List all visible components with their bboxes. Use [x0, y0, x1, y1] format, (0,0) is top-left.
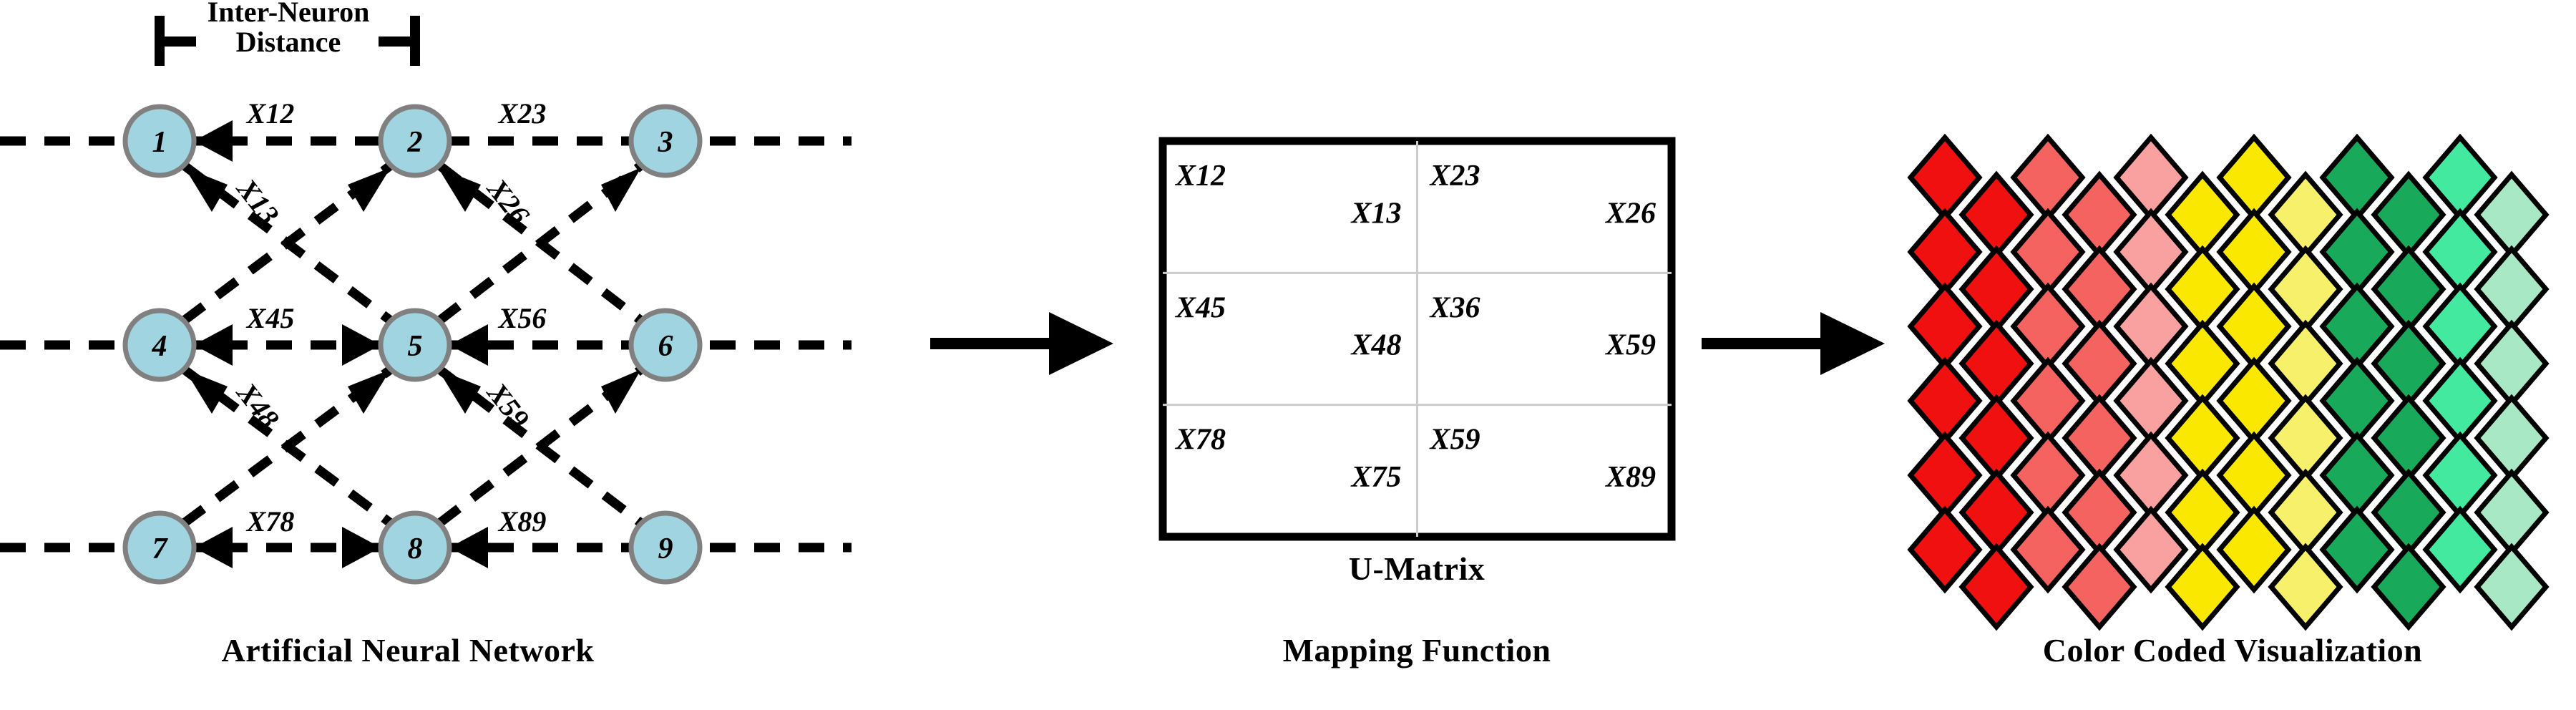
ann-node-label-2: 2 [407, 126, 423, 159]
diamond-c2-r5 [2010, 505, 2086, 594]
ann-diagonal-arrowheads [185, 167, 641, 414]
arrowhead-diag-5 [185, 369, 228, 414]
arrowhead-diag-4 [601, 167, 641, 212]
arrow-umatrix-to-viz-head [1820, 312, 1885, 375]
ann-node-label-6: 6 [658, 330, 673, 363]
diamond-c3-r5 [2062, 543, 2137, 631]
umatrix-cell-3-bottomright-label: X59 [1604, 329, 1656, 362]
diamond-c6-r5 [2216, 505, 2292, 594]
edge-label-X48: X48 [230, 376, 286, 434]
arrowhead-into-7 [194, 527, 233, 568]
ann-horizontal-arrowheads [194, 120, 488, 568]
edge-label-X26: X26 [480, 172, 536, 230]
annotation-line-2: Distance [235, 25, 341, 58]
umatrix-cell-1-topleft-label: X23 [1429, 160, 1480, 193]
edge-label-X12: X12 [245, 97, 295, 130]
ann-node-label-3: 3 [658, 126, 673, 159]
arrowhead-diag-8 [601, 369, 641, 414]
ann-node-label-1: 1 [152, 126, 167, 159]
diamond-c0-r5 [1907, 505, 1983, 594]
arrowhead-into-8 [449, 527, 488, 568]
ann-node-2 [378, 104, 452, 178]
ann-node-label-5: 5 [408, 330, 423, 363]
edge-label-X45: X45 [245, 302, 295, 334]
ann-node-label-4: 4 [152, 330, 167, 363]
edge-label-X78: X78 [245, 505, 295, 538]
ann-nodes: 1 2 3 4 5 6 7 8 9 [122, 104, 703, 585]
inter-neuron-distance-annotation: Inter-Neuron Distance [181, 0, 396, 57]
ann-node-4 [122, 308, 197, 382]
arrow-ann-to-umatrix-head [1049, 312, 1113, 375]
arrowhead-diag-7 [438, 369, 481, 414]
arrowhead-diag-1 [185, 167, 228, 212]
caption-umatrix-title: U-Matrix [1348, 550, 1485, 587]
edge-label-X59: X59 [480, 376, 536, 434]
diamond-c11-r5 [2474, 543, 2550, 631]
umatrix-cell-2-topleft-label: X45 [1174, 291, 1226, 324]
edge-label-X56: X56 [497, 302, 547, 334]
ann-node-9 [628, 510, 703, 585]
inter-neuron-caliper [155, 16, 420, 66]
ann-node-label-9: 9 [658, 532, 673, 565]
arrowhead-diag-2 [348, 167, 391, 212]
edge-label-X13: X13 [230, 172, 286, 230]
ann-node-3 [628, 104, 703, 178]
diamond-c9-r5 [2371, 543, 2446, 631]
arrowhead-into-1 [194, 120, 233, 162]
caption-mapping: Mapping Function [1282, 632, 1551, 668]
arrowhead-into-4 [194, 324, 233, 366]
diamond-c10-r5 [2422, 505, 2498, 594]
umatrix-box [1158, 137, 1676, 541]
arrowhead-into-8b [342, 527, 381, 568]
ann-node-label-8: 8 [408, 532, 423, 565]
color-coded-diamond-grid [1907, 133, 2550, 631]
ann-node-label-7: 7 [152, 532, 169, 565]
flow-arrows [930, 312, 1885, 375]
umatrix-cell-0-topleft-label: X12 [1174, 160, 1226, 193]
umatrix-cell-1-bottomright-label: X26 [1604, 197, 1656, 230]
arrowhead-into-5b [342, 324, 381, 366]
caption-ann: Artificial Neural Network [221, 632, 595, 668]
ann-node-6 [628, 308, 703, 382]
umatrix-cell-2-bottomright-label: X48 [1350, 329, 1401, 362]
umatrix-cell-3-topleft-label: X36 [1429, 291, 1480, 324]
edge-label-X23: X23 [497, 97, 547, 130]
diamond-c7-r5 [2268, 543, 2343, 631]
diamond-c8-r5 [2319, 505, 2395, 594]
edge-label-X89: X89 [497, 505, 547, 538]
diamond-c4-r5 [2113, 505, 2189, 594]
ann-node-8 [378, 510, 452, 585]
arrowhead-into-5 [449, 324, 488, 366]
umatrix-cell-4-bottomright-label: X75 [1350, 461, 1401, 494]
umatrix-cell-5-bottomright-label: X89 [1604, 461, 1656, 494]
arrowhead-diag-3 [438, 167, 481, 212]
umatrix-cell-0-bottomright-label: X13 [1350, 197, 1401, 230]
annotation-line-1: Inter-Neuron [207, 0, 370, 28]
umatrix-cell-5-topleft-label: X59 [1429, 424, 1480, 457]
umatrix-cell-4-topleft-label: X78 [1174, 424, 1226, 457]
arrowhead-diag-6 [348, 369, 391, 414]
ann-node-7 [122, 510, 197, 585]
diamond-c1-r5 [1958, 543, 2034, 631]
ann-node-1 [122, 104, 197, 178]
diamond-c5-r5 [2165, 543, 2240, 631]
ann-node-5 [378, 308, 452, 382]
caption-viz: Color Coded Visualization [2042, 632, 2423, 668]
